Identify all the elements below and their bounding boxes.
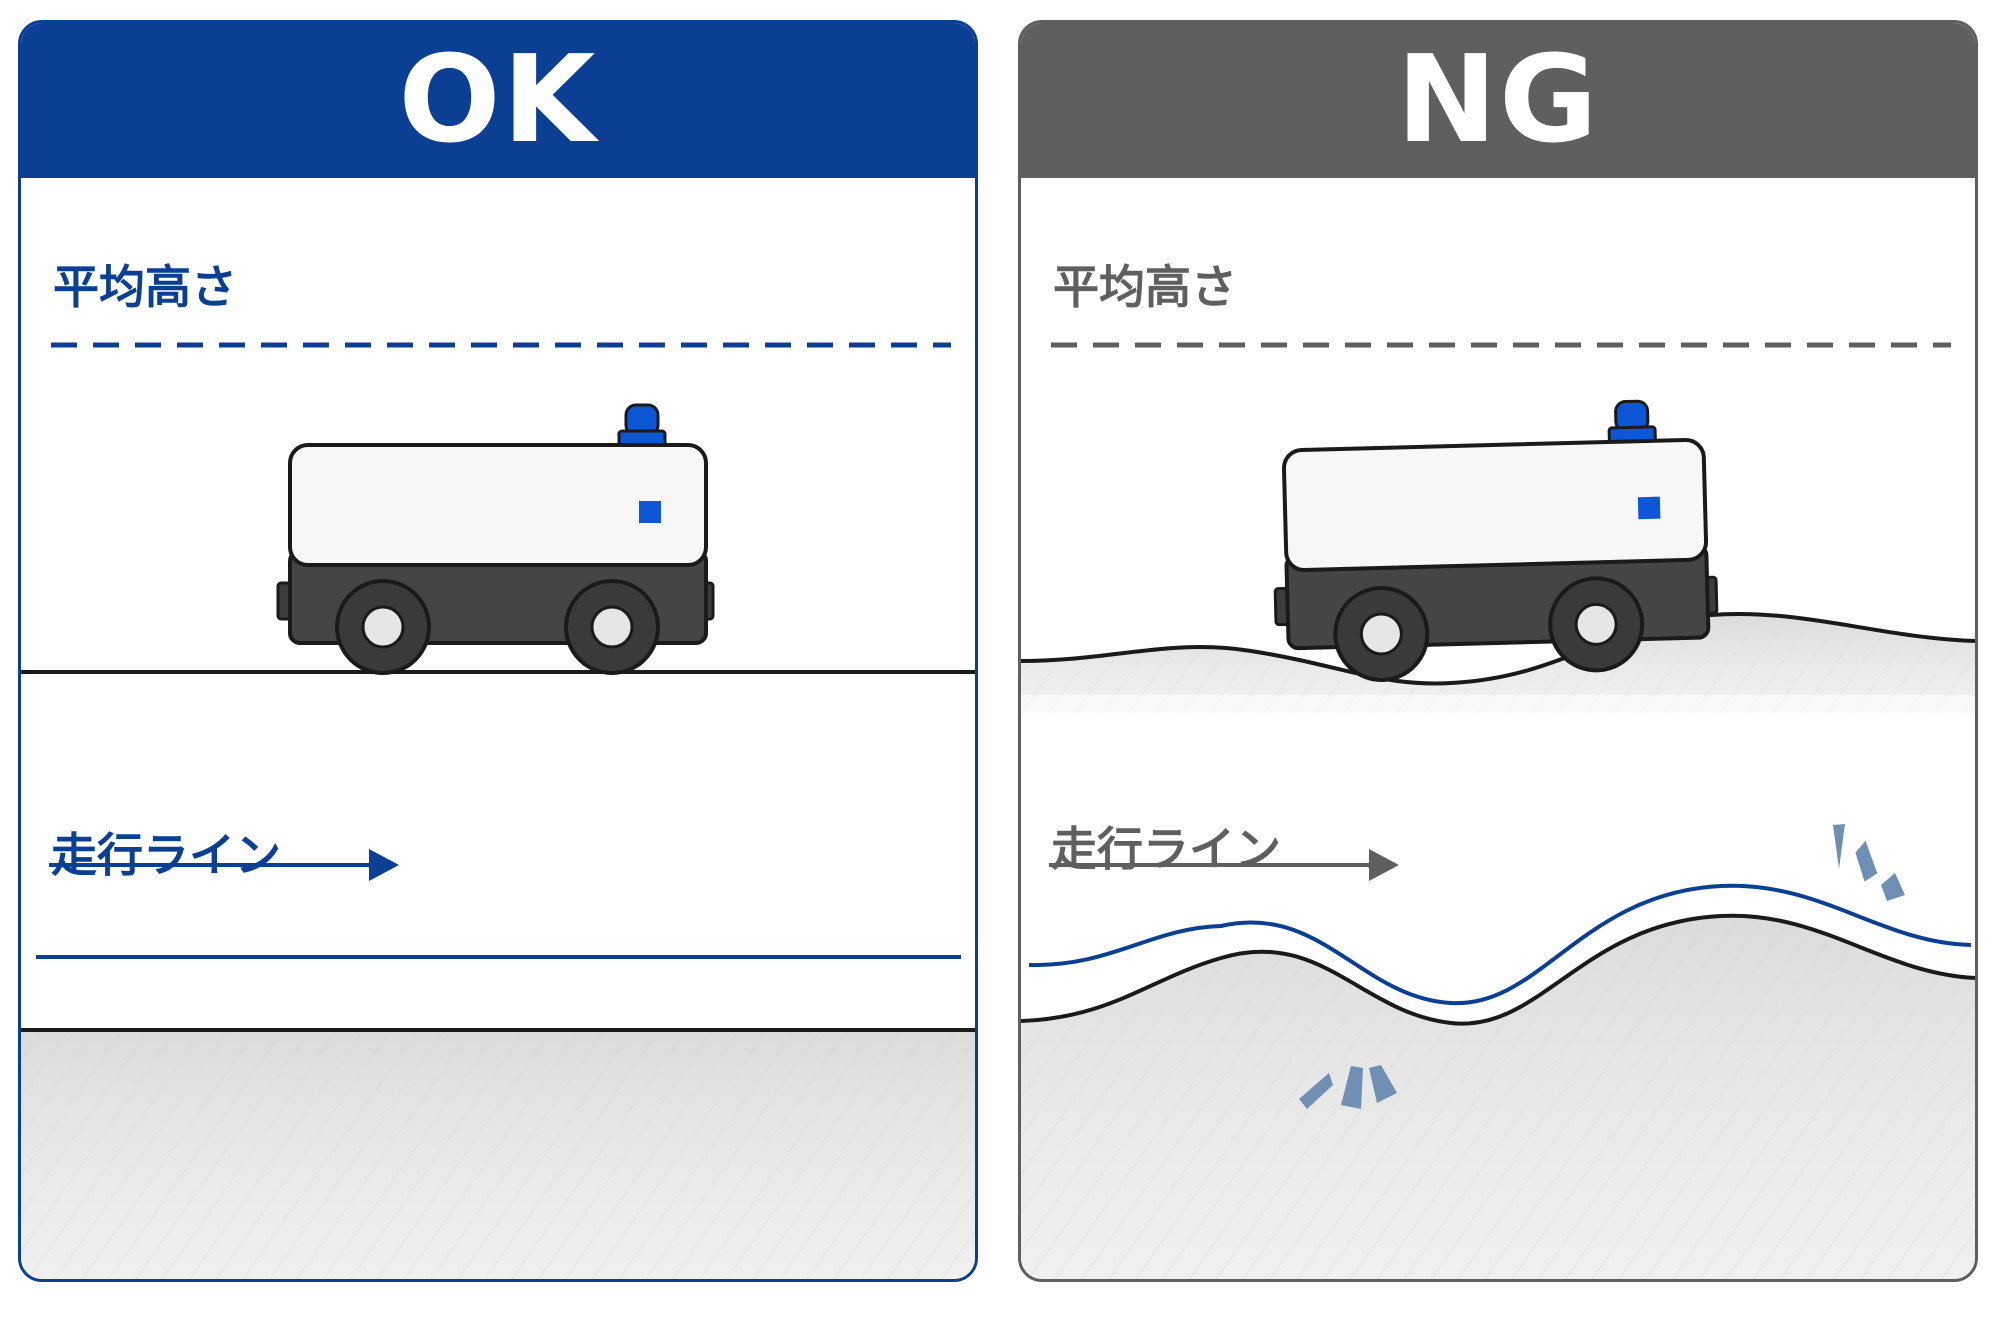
ok-travel-line-label: 走行ライン bbox=[51, 828, 281, 882]
ng-illustration bbox=[1021, 342, 1975, 1279]
ng-travel-line bbox=[1028, 883, 1972, 1006]
ok-title: OK bbox=[398, 31, 598, 170]
ng-impact-icon-bottom bbox=[1299, 1065, 1397, 1109]
ok-robot-icon bbox=[276, 403, 715, 675]
ok-header: OK bbox=[21, 23, 975, 178]
ng-title: NG bbox=[1396, 31, 1600, 170]
ok-travel-arrow-icon bbox=[49, 849, 399, 881]
ok-panel: OK 平均高さ 走行ライン bbox=[18, 20, 978, 1282]
ng-ground-line bbox=[1021, 913, 1975, 1026]
ng-impact-icon-top bbox=[1833, 824, 1905, 901]
ng-average-height-label: 平均高さ bbox=[1053, 260, 1237, 314]
ng-robot-icon bbox=[1273, 399, 1719, 682]
ng-panel: NG 平均高さ 走行ライン bbox=[1018, 20, 1978, 1282]
ok-illustration bbox=[21, 342, 975, 1279]
ng-upper-floor-line bbox=[1021, 611, 1975, 686]
ng-header: NG bbox=[1021, 23, 1975, 178]
ok-average-height-label: 平均高さ bbox=[53, 260, 237, 314]
ng-travel-arrow-icon bbox=[1049, 849, 1399, 881]
